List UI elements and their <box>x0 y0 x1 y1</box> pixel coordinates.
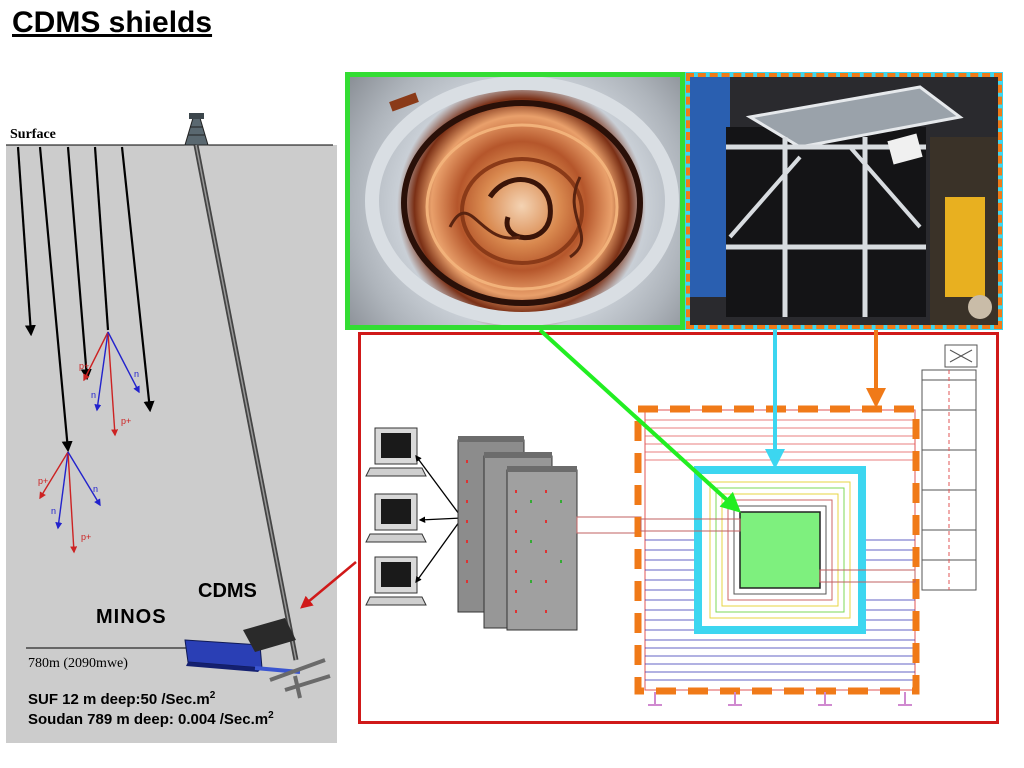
proton-label: p+ <box>38 476 49 486</box>
page-title: CDMS shields <box>12 6 213 39</box>
copper-cryostat-drawing <box>365 77 679 325</box>
support-feet <box>648 692 912 706</box>
shield-assembly-photo <box>685 72 1003 330</box>
proton-label: p+ <box>121 416 132 426</box>
neutron-label: n <box>51 506 57 516</box>
muon-veto-hatching <box>645 539 915 681</box>
muon-tracks <box>16 146 155 453</box>
cdms-pointer-arrow <box>300 561 357 609</box>
proton-label: p+ <box>81 532 92 542</box>
headframe-tower-icon <box>184 113 209 146</box>
data-cables <box>415 454 463 584</box>
stem-line <box>640 518 741 532</box>
muon-track <box>93 146 110 331</box>
flux-soudan: Soudan 789 m deep: 0.004 /Sec.m2 <box>28 710 274 728</box>
cdms-label: CDMS <box>198 580 257 602</box>
particle-shower-upper <box>83 331 140 437</box>
feedthrough-pipe <box>576 516 642 534</box>
outer-red-hatching <box>645 419 915 461</box>
computer-monitor-icon <box>365 493 427 543</box>
inner-copper-cans <box>739 511 821 589</box>
computer-monitor-icon <box>365 556 427 606</box>
depth-label: 780m (2090mwe) <box>28 656 128 671</box>
server-rack-icon <box>457 436 578 631</box>
copper-cryostat-photo <box>345 72 685 330</box>
dilution-line <box>819 569 916 583</box>
flux-suf: SUF 12 m deep:50 /Sec.m2 <box>28 690 216 708</box>
muon-track <box>16 146 36 337</box>
particle-shower-lower <box>39 451 101 554</box>
neutron-label: n <box>91 390 97 400</box>
muon-track <box>38 146 73 453</box>
cryostat-column-icon <box>921 344 978 591</box>
muon-track <box>66 146 92 381</box>
neutron-label: n <box>93 484 99 494</box>
green-pointer-arrow <box>538 328 741 513</box>
computer-monitor-icon <box>365 427 427 477</box>
proton-label: p+ <box>79 361 90 371</box>
surface-label: Surface <box>10 127 56 142</box>
shield-assembly-drawing <box>690 77 998 325</box>
minos-label: MINOS <box>96 606 167 628</box>
neutron-label: n <box>134 369 140 379</box>
minos-detector-icon <box>184 618 331 699</box>
muon-track <box>120 146 155 413</box>
inner-nested-layers <box>709 481 851 619</box>
